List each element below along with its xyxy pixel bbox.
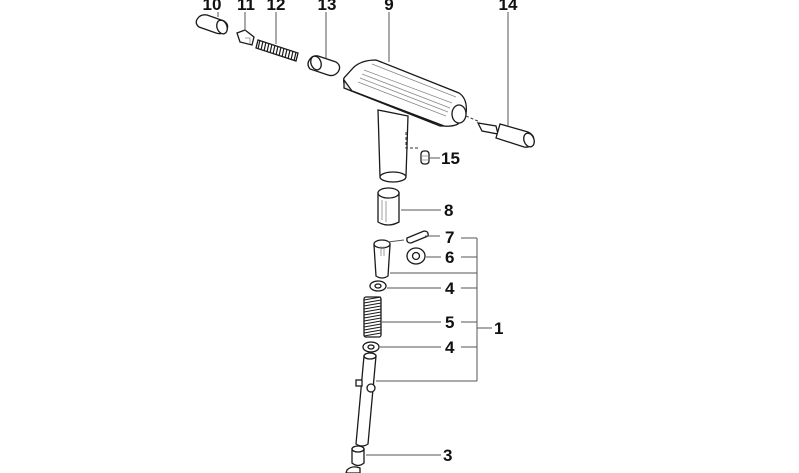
part-14-pin [465, 115, 535, 148]
callout-12: 12 [267, 0, 286, 14]
part-4-washer-upper [369, 280, 387, 292]
leader-lines [217, 12, 509, 456]
part-bottom-partial [345, 466, 361, 473]
part-11-clip [236, 29, 255, 46]
part-7-pin [406, 230, 429, 244]
part-13-roller [307, 55, 341, 77]
callout-11: 11 [237, 0, 255, 14]
callout-10: 10 [203, 0, 222, 14]
callout-7: 7 [445, 228, 454, 247]
callout-4-upper: 4 [445, 279, 455, 298]
part-15-small-pin [420, 150, 430, 165]
callout-labels: 10 11 12 13 9 14 15 8 7 6 4 5 1 4 3 [203, 0, 518, 465]
part-3-cap [351, 445, 365, 467]
part-5-spring [363, 296, 382, 338]
callout-9: 9 [384, 0, 393, 14]
callout-13: 13 [318, 0, 337, 14]
callout-3: 3 [443, 446, 452, 465]
part-shaft [355, 352, 377, 447]
part-6-nut [406, 247, 426, 265]
part-slotted-sleeve [373, 239, 391, 279]
callout-4-lower: 4 [445, 338, 455, 357]
part-4-washer-lower [362, 341, 380, 353]
callout-15: 15 [441, 149, 460, 168]
callout-6: 6 [445, 248, 454, 267]
callout-1: 1 [494, 319, 503, 338]
callout-5: 5 [445, 313, 454, 332]
part-8-sleeve [377, 187, 400, 226]
callout-14: 14 [499, 0, 518, 14]
part-12-spring [255, 39, 299, 62]
part-10-bushing [195, 14, 229, 35]
callout-8: 8 [444, 201, 453, 220]
part-9-t-handle [343, 59, 467, 183]
